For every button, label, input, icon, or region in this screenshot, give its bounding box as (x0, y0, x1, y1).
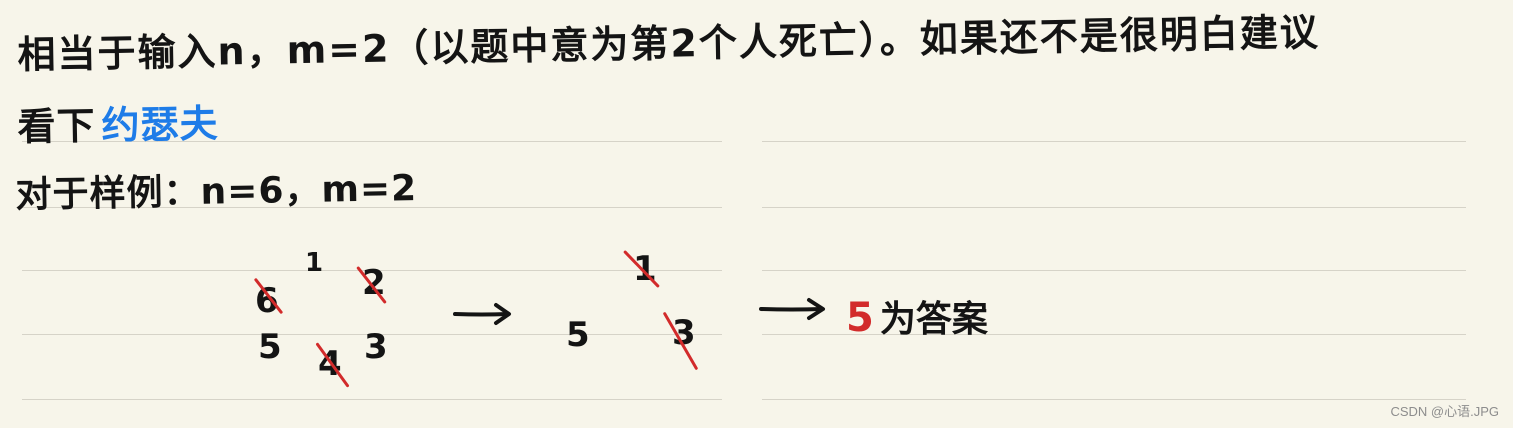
rule-line (22, 399, 722, 400)
note-line-2: 看下约瑟夫 (17, 92, 219, 151)
arrow-right-icon (453, 303, 511, 325)
note-line-2-prefix: 看下 (17, 103, 96, 150)
circle-number-6: 6 (255, 281, 279, 321)
josephus-link[interactable]: 约瑟夫 (101, 101, 219, 148)
note-line-3: 对于样例：n=6，m=2 (15, 167, 418, 217)
arrow-right-icon (759, 298, 825, 320)
rule-line (762, 334, 1466, 335)
stage2-number-5: 5 (566, 315, 590, 355)
answer-number: 5 (846, 295, 874, 341)
rule-line (22, 270, 722, 271)
circle-number-2: 2 (362, 263, 386, 303)
watermark: CSDN @心语.JPG (1390, 404, 1499, 419)
rule-line (762, 141, 1466, 142)
circle-number-3: 3 (364, 327, 388, 367)
rule-line (22, 334, 722, 335)
answer-text: 为答案 (879, 299, 988, 340)
circle-number-5: 5 (258, 327, 282, 367)
rule-line (762, 207, 1466, 208)
rule-line (22, 207, 722, 208)
circle-number-1: 1 (305, 248, 324, 278)
rule-line (762, 270, 1466, 271)
note-line-1: 相当于输入n，m=2（以题中意为第2个人死亡）。如果还不是很明白建议 (17, 10, 1321, 78)
rule-line (762, 399, 1466, 400)
rule-line (22, 141, 722, 142)
stage2-number-3: 3 (672, 313, 696, 353)
